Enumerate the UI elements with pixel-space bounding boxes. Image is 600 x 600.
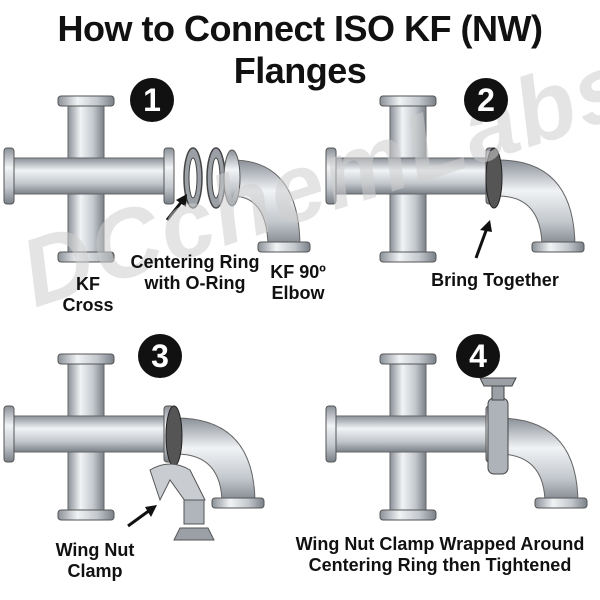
step-4-badge: 4 — [456, 334, 500, 378]
step-1-badge: 1 — [130, 78, 174, 122]
wing-nut-clamp — [149, 463, 215, 541]
step-2-badge: 2 — [464, 78, 508, 122]
arrow-bring-together — [474, 220, 492, 259]
arrow-to-ring — [165, 194, 187, 221]
label-bring-together: Bring Together — [431, 270, 559, 290]
kf-elbow-joined — [485, 147, 585, 253]
step-3-badge: 3 — [138, 334, 182, 378]
label-kf-elbow: KF 90º Elbow — [270, 262, 326, 303]
label-wing-nut-clamp: Wing Nut Clamp — [55, 540, 135, 581]
clamp-assembled — [479, 377, 517, 475]
kf-elbow — [223, 149, 311, 253]
kf-cross — [3, 95, 175, 263]
label-centering-ring: Centering Ring with O-Ring — [130, 252, 260, 293]
page-title: How to Connect ISO KF (NW) Flanges — [57, 8, 543, 91]
kf-elbow-clamped — [497, 417, 588, 509]
label-final-step: Wing Nut Clamp Wrapped Around Centering … — [295, 534, 585, 575]
arrow-to-clamp — [127, 505, 157, 528]
label-kf-cross: KF Cross — [62, 274, 114, 315]
kf-elbow-step3 — [165, 405, 265, 509]
